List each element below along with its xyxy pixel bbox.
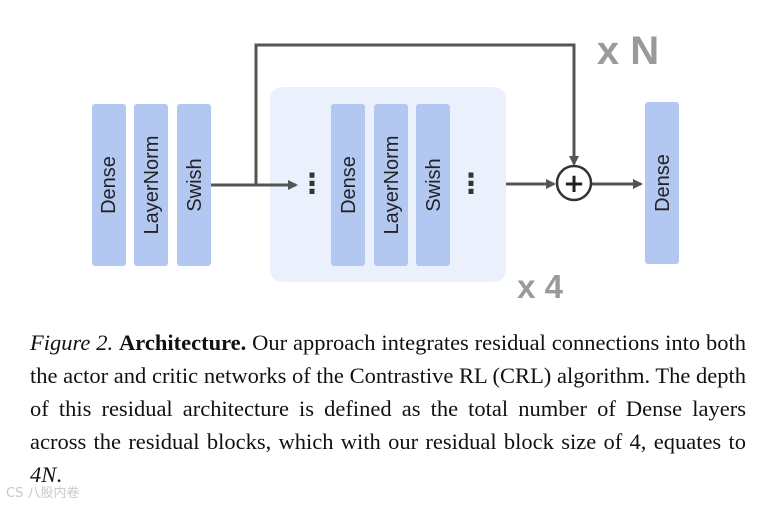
dense-layer-1-label: Dense: [98, 156, 120, 214]
figure-caption: Figure 2. Architecture. Our approach int…: [30, 326, 746, 491]
dense-layer-1: [92, 104, 126, 266]
dense-layer-2: [331, 104, 365, 266]
caption-end: .: [56, 462, 62, 487]
caption-math: 4N: [30, 462, 57, 487]
swish-layer-1-label: Swish: [184, 158, 206, 211]
architecture-diagram: Dense LayerNorm Swish ⋮ Dense LayerNorm …: [92, 29, 679, 305]
watermark: CS 八股内卷: [6, 486, 80, 501]
swish-layer-1: [177, 104, 211, 266]
repeat-4-label: x 4: [517, 268, 564, 305]
skip-connection-arrow: [254, 43, 579, 185]
caption-heading: Architecture.: [119, 330, 247, 355]
layernorm-layer-2: [374, 104, 408, 266]
dense-layer-2-label: Dense: [338, 156, 360, 214]
ellipsis-right: ⋮: [457, 167, 485, 200]
layernorm-layer-1: [134, 104, 168, 266]
figure-label: Figure 2.: [30, 330, 114, 355]
dense-output-layer: [645, 102, 679, 264]
caption-body: Our approach integrates residual connect…: [30, 330, 746, 454]
swish-layer-2-label: Swish: [423, 158, 445, 211]
add-node-symbol: +: [563, 169, 585, 199]
swish-layer-2: [416, 104, 450, 266]
layernorm-layer-2-label: LayerNorm: [381, 136, 403, 235]
layernorm-layer-1-label: LayerNorm: [141, 136, 163, 235]
add-node: [555, 164, 593, 202]
ellipsis-left: ⋮: [298, 167, 326, 200]
dense-output-layer-label: Dense: [652, 154, 674, 212]
repeat-n-label: x N: [597, 29, 659, 73]
